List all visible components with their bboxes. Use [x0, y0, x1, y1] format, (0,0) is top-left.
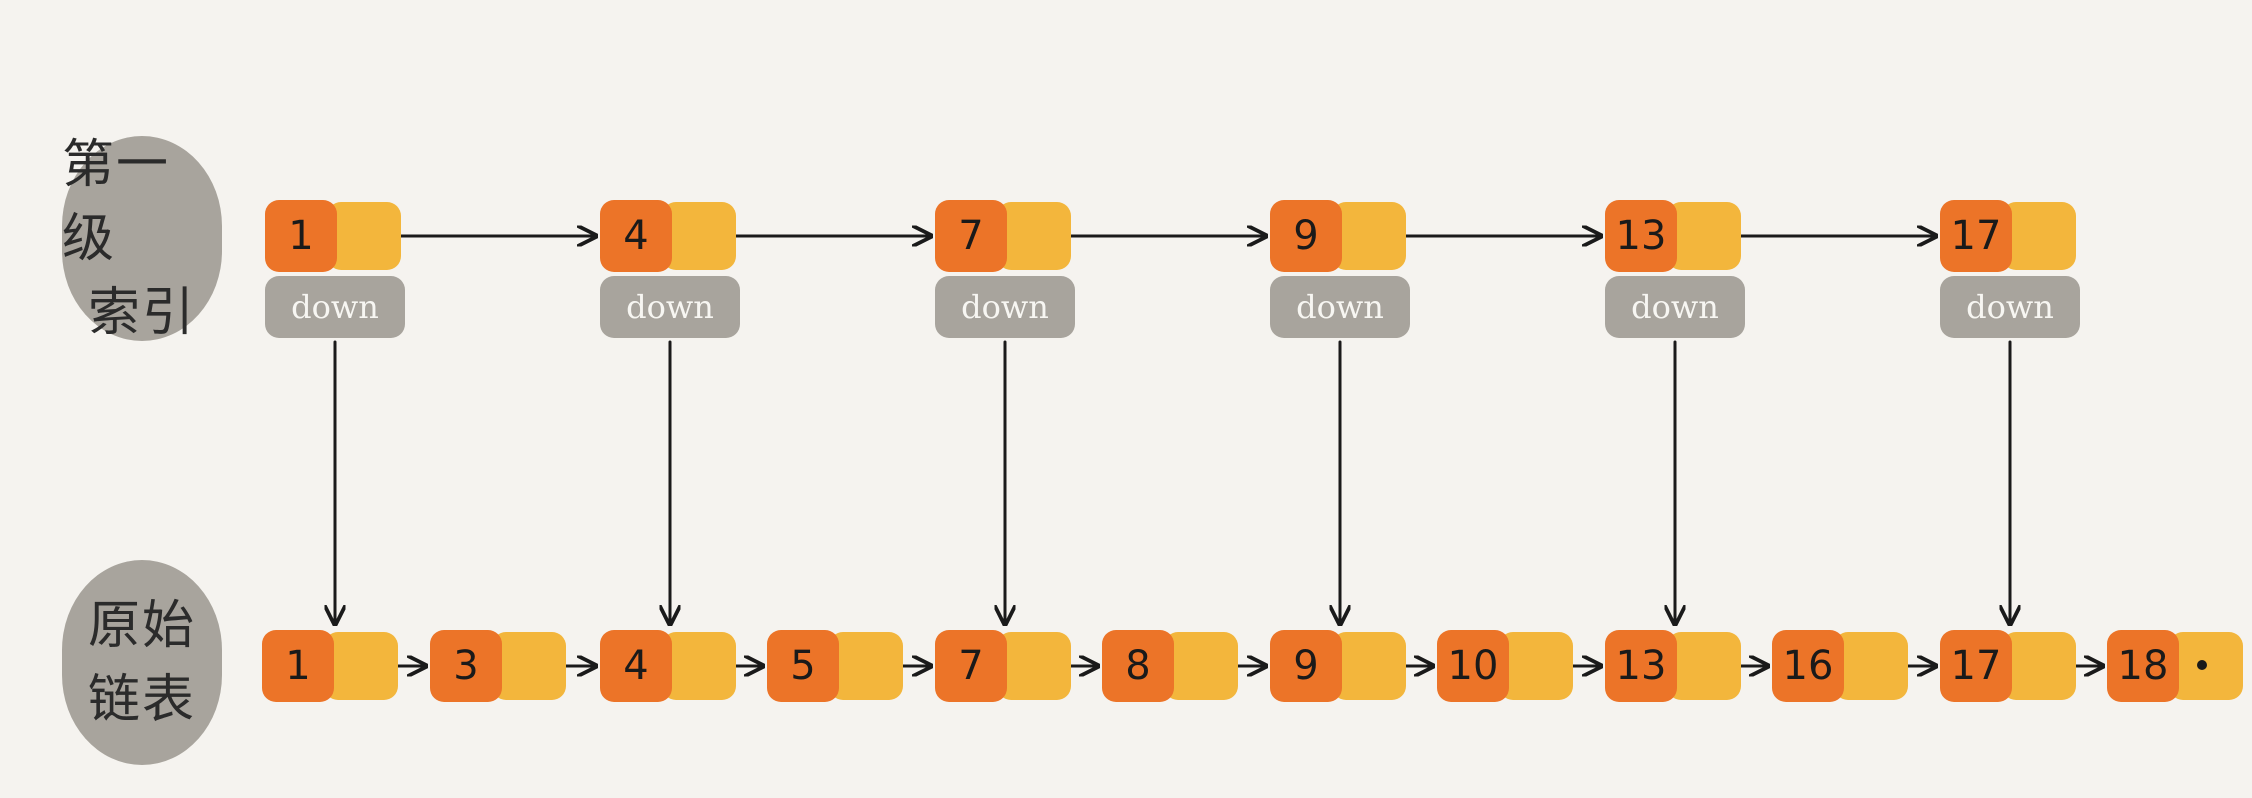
index-node-13-next-pointer — [1667, 202, 1741, 270]
index-node-7: 7 — [935, 200, 1075, 272]
null-pointer-dot — [2197, 660, 2207, 670]
index-node-13-value: 13 — [1605, 200, 1677, 272]
index-node-13: 13 — [1605, 200, 1745, 272]
index-level-label-line2: 索引 — [87, 282, 196, 343]
list-node-1-next-pointer — [324, 632, 398, 700]
list-node-13-next-pointer — [1667, 632, 1741, 700]
index-node-1-next-pointer — [327, 202, 401, 270]
list-node-5-next-pointer — [829, 632, 903, 700]
list-node-7-next-pointer — [997, 632, 1071, 700]
index-node-17-value: 17 — [1940, 200, 2012, 272]
list-node-8: 8 — [1102, 630, 1242, 702]
index-level-label-line1: 第一级 — [62, 134, 171, 269]
index-node-7-value: 7 — [935, 200, 1007, 272]
list-node-4-next-pointer — [662, 632, 736, 700]
index-node-9: 9 — [1270, 200, 1410, 272]
index-node-1-value: 1 — [265, 200, 337, 272]
down-pointer-17: down — [1940, 276, 2080, 338]
original-list-label: 原始 链表 — [62, 560, 222, 765]
list-node-17-next-pointer — [2002, 632, 2076, 700]
list-node-17: 17 — [1940, 630, 2080, 702]
list-node-7: 7 — [935, 630, 1075, 702]
list-node-9-value: 9 — [1270, 630, 1342, 702]
list-node-4: 4 — [600, 630, 740, 702]
index-node-9-next-pointer — [1332, 202, 1406, 270]
down-pointer-9: down — [1270, 276, 1410, 338]
original-list-label-line1: 原始 — [87, 595, 196, 656]
index-node-9-value: 9 — [1270, 200, 1342, 272]
list-node-4-value: 4 — [600, 630, 672, 702]
list-node-16-next-pointer — [1834, 632, 1908, 700]
list-node-1: 1 — [262, 630, 402, 702]
list-node-16-value: 16 — [1772, 630, 1844, 702]
list-node-5-value: 5 — [767, 630, 839, 702]
index-level-label: 第一级 索引 — [62, 135, 222, 343]
original-list-label-line2: 链表 — [87, 669, 196, 730]
list-node-17-value: 17 — [1940, 630, 2012, 702]
list-node-10: 10 — [1437, 630, 1577, 702]
down-pointer-1: down — [265, 276, 405, 338]
list-node-3-next-pointer — [492, 632, 566, 700]
index-node-4: 4 — [600, 200, 740, 272]
list-node-13: 13 — [1605, 630, 1745, 702]
list-node-8-value: 8 — [1102, 630, 1174, 702]
list-node-10-next-pointer — [1499, 632, 1573, 700]
list-node-16: 16 — [1772, 630, 1912, 702]
list-node-7-value: 7 — [935, 630, 1007, 702]
list-node-9: 9 — [1270, 630, 1410, 702]
index-node-17: 17 — [1940, 200, 2080, 272]
index-node-17-next-pointer — [2002, 202, 2076, 270]
list-node-18-value: 18 — [2107, 630, 2179, 702]
index-node-4-value: 4 — [600, 200, 672, 272]
list-node-3: 3 — [430, 630, 570, 702]
list-node-9-next-pointer — [1332, 632, 1406, 700]
list-node-3-value: 3 — [430, 630, 502, 702]
list-node-13-value: 13 — [1605, 630, 1677, 702]
list-node-5: 5 — [767, 630, 907, 702]
index-node-7-next-pointer — [997, 202, 1071, 270]
index-node-1: 1 — [265, 200, 405, 272]
list-node-1-value: 1 — [262, 630, 334, 702]
list-node-8-next-pointer — [1164, 632, 1238, 700]
list-node-10-value: 10 — [1437, 630, 1509, 702]
index-node-4-next-pointer — [662, 202, 736, 270]
down-pointer-13: down — [1605, 276, 1745, 338]
list-node-18: 18 — [2107, 630, 2247, 702]
down-pointer-4: down — [600, 276, 740, 338]
down-pointer-7: down — [935, 276, 1075, 338]
